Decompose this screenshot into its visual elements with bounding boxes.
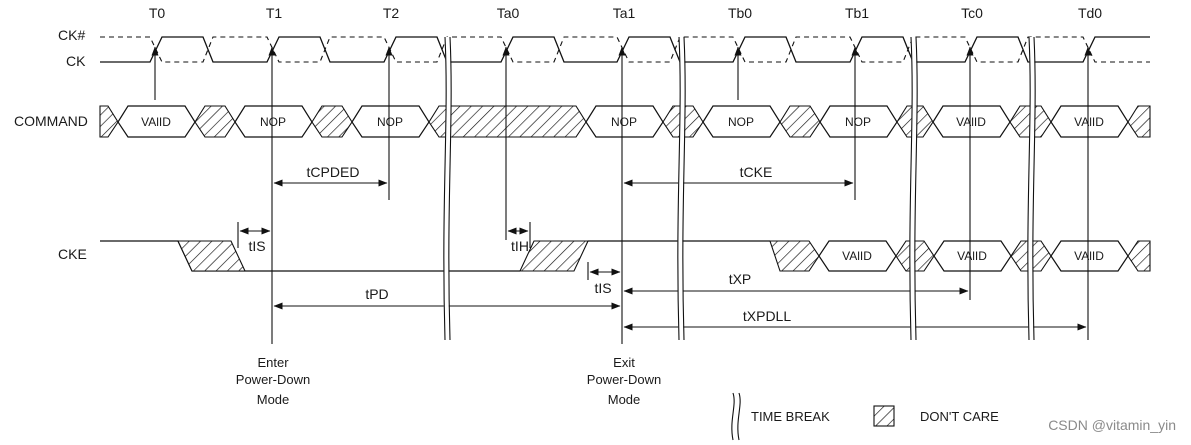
timing-label-tih: tIH <box>511 238 529 254</box>
command-value: NOP <box>728 115 754 129</box>
legend: TIME BREAK DON'T CARE <box>731 392 999 441</box>
timing-label-tis: tIS <box>248 238 265 254</box>
cke-value: VAlID <box>1074 249 1104 263</box>
signal-label-cke: CKE <box>58 246 87 262</box>
clock-label-ta1: Ta1 <box>613 5 636 21</box>
signal-label-ck-bar: CK# <box>58 27 85 43</box>
annotation-exit: Mode <box>608 392 641 407</box>
timing-label-txp: tXP <box>729 271 752 287</box>
legend-time-break-label: TIME BREAK <box>751 409 830 424</box>
signal-label-command: COMMAND <box>14 113 88 129</box>
command-bus <box>99 105 1151 138</box>
timing-label-txpdll: tXPDLL <box>743 308 791 324</box>
timing-label-tpd: tPD <box>365 286 388 302</box>
timing-label-tcpded: tCPDED <box>307 164 360 180</box>
signal-label-ck: CK <box>66 53 86 69</box>
dont-care-symbol-icon <box>873 405 895 427</box>
clock-label-t0: T0 <box>149 5 166 21</box>
annotation-enter: Mode <box>257 392 290 407</box>
timing-label-tcke: tCKE <box>740 164 773 180</box>
command-value: NOP <box>611 115 637 129</box>
watermark: CSDN @vitamin_yin <box>1048 417 1176 433</box>
clock-edge-arrows <box>151 46 1092 100</box>
command-value: VAlID <box>956 115 986 129</box>
annotation-enter: Power-Down <box>236 372 310 387</box>
command-value: NOP <box>260 115 286 129</box>
clock-label-td0: Td0 <box>1078 5 1102 21</box>
clock-label-tc0: Tc0 <box>961 5 983 21</box>
clock-label-t2: T2 <box>383 5 400 21</box>
command-value: NOP <box>845 115 871 129</box>
reference-lines <box>237 100 1089 344</box>
clock-label-tb0: Tb0 <box>728 5 752 21</box>
annotation-exit: Power-Down <box>587 372 661 387</box>
command-value: NOP <box>377 115 403 129</box>
command-value: VAlID <box>1074 115 1104 129</box>
cke-value: VAlID <box>957 249 987 263</box>
ck-waveform <box>100 36 1150 63</box>
ck-bar-waveform <box>100 36 1150 63</box>
clock-label-ta0: Ta0 <box>497 5 520 21</box>
cke-waveform <box>100 240 1151 272</box>
command-value: VAlID <box>141 115 171 129</box>
legend-dont-care-label: DON'T CARE <box>920 409 999 424</box>
time-break-marks <box>443 36 1036 341</box>
annotation-enter: Enter <box>257 355 289 370</box>
time-break-symbol-icon <box>731 392 735 441</box>
annotation-exit: Exit <box>613 355 635 370</box>
timing-label-tis: tIS <box>594 280 611 296</box>
cke-value: VAlID <box>842 249 872 263</box>
clock-label-tb1: Tb1 <box>845 5 869 21</box>
clock-label-t1: T1 <box>266 5 283 21</box>
